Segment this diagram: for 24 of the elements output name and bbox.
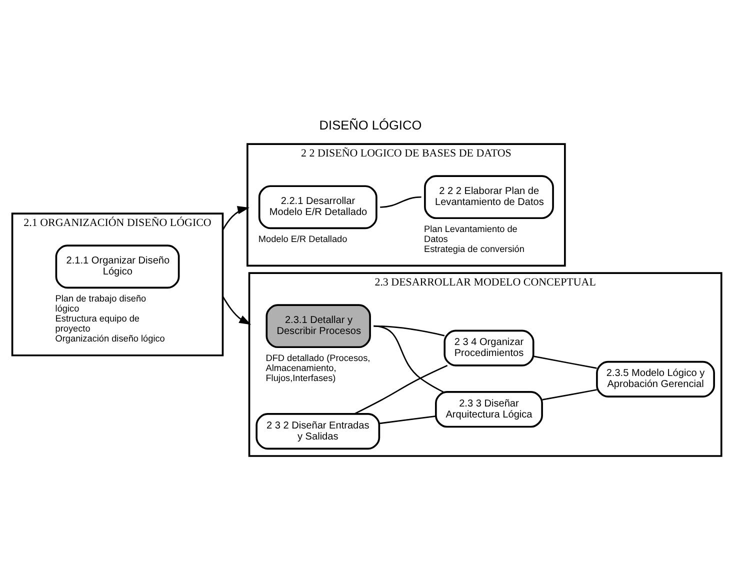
connector (542, 388, 597, 400)
node-box: 2 2 2 Elaborar Plan de Levantamiento de Datos (424, 174, 554, 219)
connector (380, 196, 422, 208)
arrow (222, 296, 252, 324)
node-label: Plan de trabajo diseño lógico (55, 292, 146, 313)
connector (374, 324, 445, 336)
node-box: 2 3 4 Organizar Procedimientos (444, 329, 534, 366)
connector (374, 324, 444, 392)
diagram-title: DISEÑO LÓGICO (319, 117, 422, 132)
node-label: Modelo E/R Detallado (258, 233, 348, 244)
node-label: Estrategia de conversión (424, 243, 524, 254)
arrow (222, 205, 250, 230)
connector (354, 364, 448, 414)
node-box: 2.3.5 Modelo Lógico y Aprobación Gerencial (596, 360, 715, 397)
node-label: DFD detallado (Procesos, Almacenamiento, Flujos,Interfases) (266, 352, 370, 382)
node-box: 2 3 2 Diseñar Entradas y Salidas (256, 412, 380, 450)
node-label: Plan Levantamiento de Datos (424, 223, 518, 244)
node-label: Estructura equipo de proyecto (55, 313, 140, 334)
connector (379, 414, 436, 424)
node-box: 2.3 3 Diseñar Arquitectura Lógica (435, 390, 543, 428)
node-box: 2.2.1 Desarrollar Modelo E/R Detallado (258, 184, 378, 229)
connector (533, 355, 597, 368)
node-box: 2.1.1 Organizar Diseño Lógico (55, 244, 180, 288)
node-label: Organización diseño lógico (55, 333, 165, 344)
